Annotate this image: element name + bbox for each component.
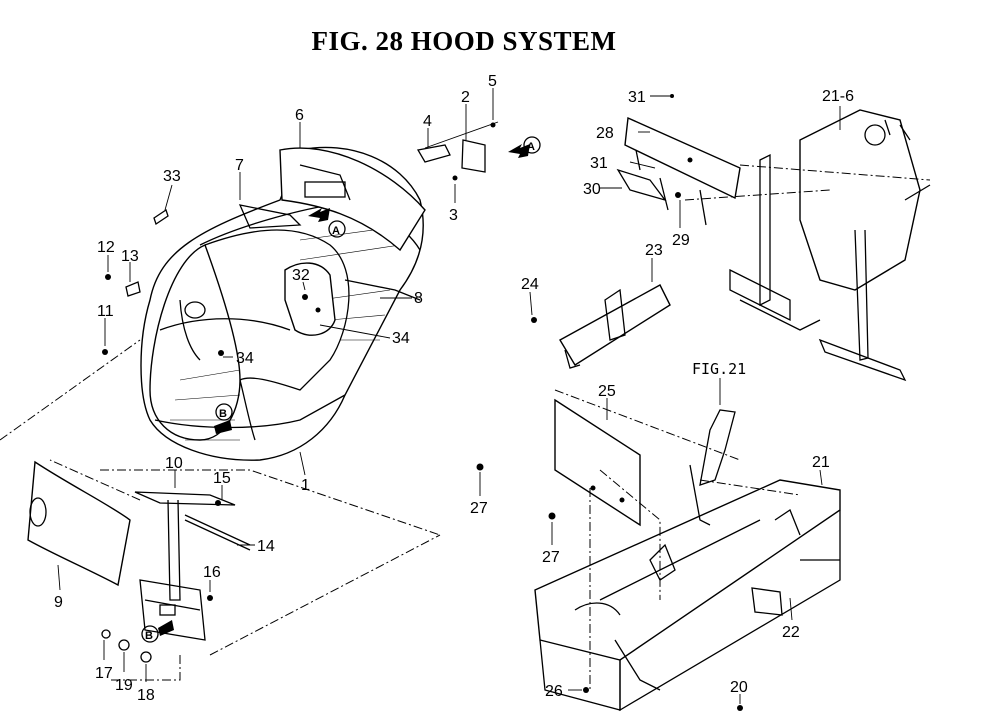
figure-title: FIG. 28 HOOD SYSTEM <box>311 26 617 56</box>
hood-top-panel <box>238 147 426 252</box>
leader-lines <box>57 88 841 704</box>
callout-8: 8 <box>414 290 423 307</box>
callout-24: 24 <box>521 276 539 293</box>
callout-5: 5 <box>488 73 497 90</box>
latch-bracket <box>416 121 499 181</box>
callout-7: 7 <box>235 157 244 174</box>
rear-frame <box>729 109 931 382</box>
marker-a1: A <box>332 225 340 237</box>
arrow-icon-b1 <box>214 420 232 434</box>
callout-19: 19 <box>115 677 133 694</box>
callout-32: 32 <box>292 267 310 284</box>
front-grille <box>27 460 131 587</box>
callout-30: 30 <box>583 181 601 198</box>
callout-33: 33 <box>163 168 181 185</box>
side-panel <box>284 262 421 336</box>
callout-20: 20 <box>730 679 748 696</box>
marker-circle-a1 <box>328 220 346 238</box>
callout-2: 2 <box>461 89 470 106</box>
callout-27b: 27 <box>542 549 560 566</box>
front-bracket <box>134 491 251 641</box>
center-bracket <box>531 284 671 369</box>
callout-23: 23 <box>645 242 663 259</box>
reference-lines <box>0 164 931 690</box>
callout-34a: 34 <box>236 350 254 367</box>
marker-circle-b2 <box>141 625 159 643</box>
callout-12: 12 <box>97 239 115 256</box>
arrow-icon-a1 <box>308 208 330 222</box>
callout-14: 14 <box>257 538 275 555</box>
callout-15: 15 <box>213 470 231 487</box>
callout-21-6: 21-6 <box>822 88 854 105</box>
lower-plate <box>476 398 641 527</box>
marker-b2: B <box>145 630 153 642</box>
callout-31a: 31 <box>628 89 646 106</box>
callout-28: 28 <box>596 125 614 142</box>
callout-27a: 27 <box>470 500 488 517</box>
callout-labels: 1 2 3 4 5 6 7 8 9 10 11 12 13 14 15 16 1… <box>54 73 854 704</box>
callout-29: 29 <box>672 232 690 249</box>
callout-18: 18 <box>137 687 155 704</box>
upper-plate <box>616 94 741 226</box>
callout-fig21: FIG.21 <box>692 360 746 378</box>
callout-1: 1 <box>301 477 310 494</box>
callout-6: 6 <box>295 107 304 124</box>
callout-4: 4 <box>423 113 432 130</box>
callout-22: 22 <box>782 624 800 641</box>
callout-17: 17 <box>95 665 113 682</box>
marker-circle-b1 <box>215 403 233 421</box>
callout-25: 25 <box>598 383 616 400</box>
callout-3: 3 <box>449 207 458 224</box>
callout-16: 16 <box>203 564 221 581</box>
callout-13: 13 <box>121 248 139 265</box>
callout-34b: 34 <box>392 330 410 347</box>
marker-b1: B <box>219 408 227 420</box>
marker-a2: A <box>527 141 535 153</box>
callout-31b: 31 <box>590 155 608 172</box>
arrow-icon-b2 <box>158 620 174 636</box>
callout-26: 26 <box>545 683 563 700</box>
callout-11: 11 <box>97 303 114 320</box>
main-chassis <box>534 409 841 712</box>
marker-circle-a2 <box>523 136 541 154</box>
callout-10: 10 <box>165 455 183 472</box>
callout-21: 21 <box>812 454 830 471</box>
hardware-fasteners <box>101 208 224 663</box>
callout-9: 9 <box>54 594 63 611</box>
section-markers: A A B B <box>141 136 541 643</box>
